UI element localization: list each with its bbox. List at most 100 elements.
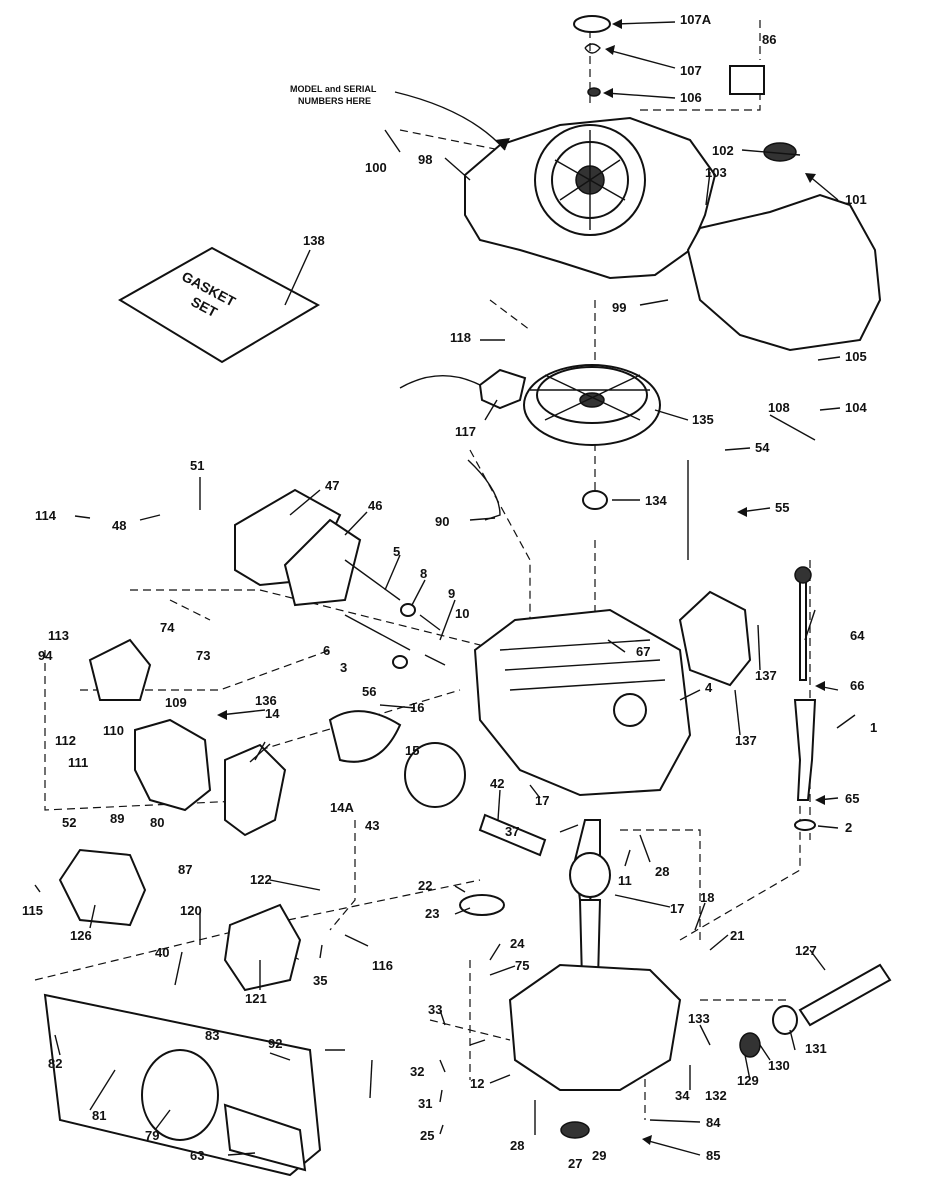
label-137: 137 xyxy=(735,733,757,748)
seal xyxy=(560,1121,590,1139)
label-17-upper: 42 xyxy=(490,776,504,791)
label-46: 46 xyxy=(368,498,382,513)
label-99: 99 xyxy=(612,300,626,315)
label-107a: 107A xyxy=(680,12,712,27)
label-131: 130 xyxy=(768,1058,790,1073)
label-75: 122 xyxy=(250,872,272,887)
label-112: 112 xyxy=(55,733,76,748)
note-line-1: MODEL and SERIAL xyxy=(290,84,377,94)
label-25: 12 xyxy=(470,1076,484,1091)
cam-gear xyxy=(459,894,505,916)
tube-oring xyxy=(794,819,816,831)
ground-wire xyxy=(467,459,501,521)
dipstick-cap xyxy=(794,566,812,584)
label-94-left: 94 xyxy=(38,648,53,663)
label-32: 31 xyxy=(418,1096,432,1111)
label-27: 29 xyxy=(592,1148,606,1163)
fuel-tank xyxy=(686,193,882,352)
piston-rings xyxy=(328,710,402,763)
drive-shaft-pins xyxy=(798,963,892,1027)
muffler-element xyxy=(141,1049,219,1141)
label-136: 136 xyxy=(255,693,277,708)
oil-pan xyxy=(508,963,682,1091)
label-28-right: 85 xyxy=(706,1148,720,1163)
label-114: 114 xyxy=(35,508,57,523)
label-62: 64 xyxy=(850,628,865,643)
label-8-lower: 3 xyxy=(340,660,347,675)
label-134: 134 xyxy=(645,493,667,508)
label-2: 17 xyxy=(535,793,549,808)
label-122: 120 xyxy=(180,903,202,918)
label-66: 1 xyxy=(870,720,877,735)
retainer-clip xyxy=(584,43,601,54)
label-67: 65 xyxy=(845,791,859,806)
label-117: 117 xyxy=(455,424,476,439)
label-4: 67 xyxy=(636,644,650,659)
leader-lines xyxy=(34,19,856,1156)
label-85: 83 xyxy=(205,1028,219,1043)
dipstick xyxy=(799,569,807,681)
label-110: 110 xyxy=(103,723,124,738)
label-31: 25 xyxy=(420,1128,434,1143)
label-73: 73 xyxy=(196,648,210,663)
label-28-upper: 11 xyxy=(618,873,632,888)
label-82-left: 81 xyxy=(92,1108,106,1123)
model-serial-note: MODEL and SERIAL NUMBERS HERE xyxy=(290,84,510,151)
label-64: 66 xyxy=(850,678,864,693)
label-83: 79 xyxy=(145,1128,159,1143)
label-22: 23 xyxy=(425,906,439,921)
label-29: 84 xyxy=(706,1115,721,1130)
air-filter xyxy=(223,903,302,992)
decal xyxy=(729,65,765,95)
label-111: 111 xyxy=(68,755,88,770)
label-135: 135 xyxy=(692,412,714,427)
label-28-lower: 27 xyxy=(568,1156,582,1171)
label-37: 28 xyxy=(655,864,669,879)
label-55: 55 xyxy=(775,500,789,515)
label-81: 63 xyxy=(190,1148,204,1163)
label-56: 14 xyxy=(265,706,280,721)
throttle-bracket xyxy=(88,638,152,701)
connecting-rod xyxy=(478,813,547,857)
label-33: 32 xyxy=(410,1064,424,1079)
label-121: 40 xyxy=(155,945,169,960)
label-43: 137 xyxy=(755,668,777,683)
label-127: 131 xyxy=(805,1041,827,1056)
label-86: 86 xyxy=(762,32,776,47)
label-16: 15 xyxy=(405,743,419,758)
carburetor-body xyxy=(134,718,212,812)
label-103: 103 xyxy=(705,165,727,180)
label-40: 35 xyxy=(313,973,327,988)
label-52-left: 52 xyxy=(62,815,76,830)
label-54: 54 xyxy=(755,440,770,455)
label-11: 17 xyxy=(670,901,684,916)
breather-gasket xyxy=(283,518,362,607)
piston xyxy=(404,742,466,808)
label-107: 107 xyxy=(680,63,702,78)
label-14: 16 xyxy=(410,700,424,715)
gasket-set-envelope xyxy=(118,246,321,364)
label-5: 5 xyxy=(393,544,400,559)
governor-assembly xyxy=(678,590,752,687)
label-126: 127 xyxy=(795,943,817,958)
label-15: 14A xyxy=(330,800,354,815)
part-number-labels: 107A 107 106 86 100 98 102 103 101 138 1… xyxy=(22,12,877,1171)
label-89: 89 xyxy=(110,811,124,826)
air-cleaner-base xyxy=(58,848,147,927)
note-line-2: NUMBERS HERE xyxy=(298,96,371,106)
label-133: 34 xyxy=(675,1088,690,1103)
label-105: 105 xyxy=(845,349,867,364)
label-116: 115 xyxy=(22,903,43,918)
label-87: 87 xyxy=(178,862,192,877)
label-65: 2 xyxy=(845,820,852,835)
label-1: 4 xyxy=(705,680,713,695)
label-109: 109 xyxy=(165,695,187,710)
label-47: 47 xyxy=(325,478,339,493)
label-98: 98 xyxy=(418,152,432,167)
label-48: 48 xyxy=(112,518,126,533)
label-102: 102 xyxy=(712,143,734,158)
label-129: 132 xyxy=(705,1088,727,1103)
oil-fill-tube xyxy=(793,699,817,801)
label-113: 113 xyxy=(48,628,69,643)
label-115: 126 xyxy=(70,928,92,943)
